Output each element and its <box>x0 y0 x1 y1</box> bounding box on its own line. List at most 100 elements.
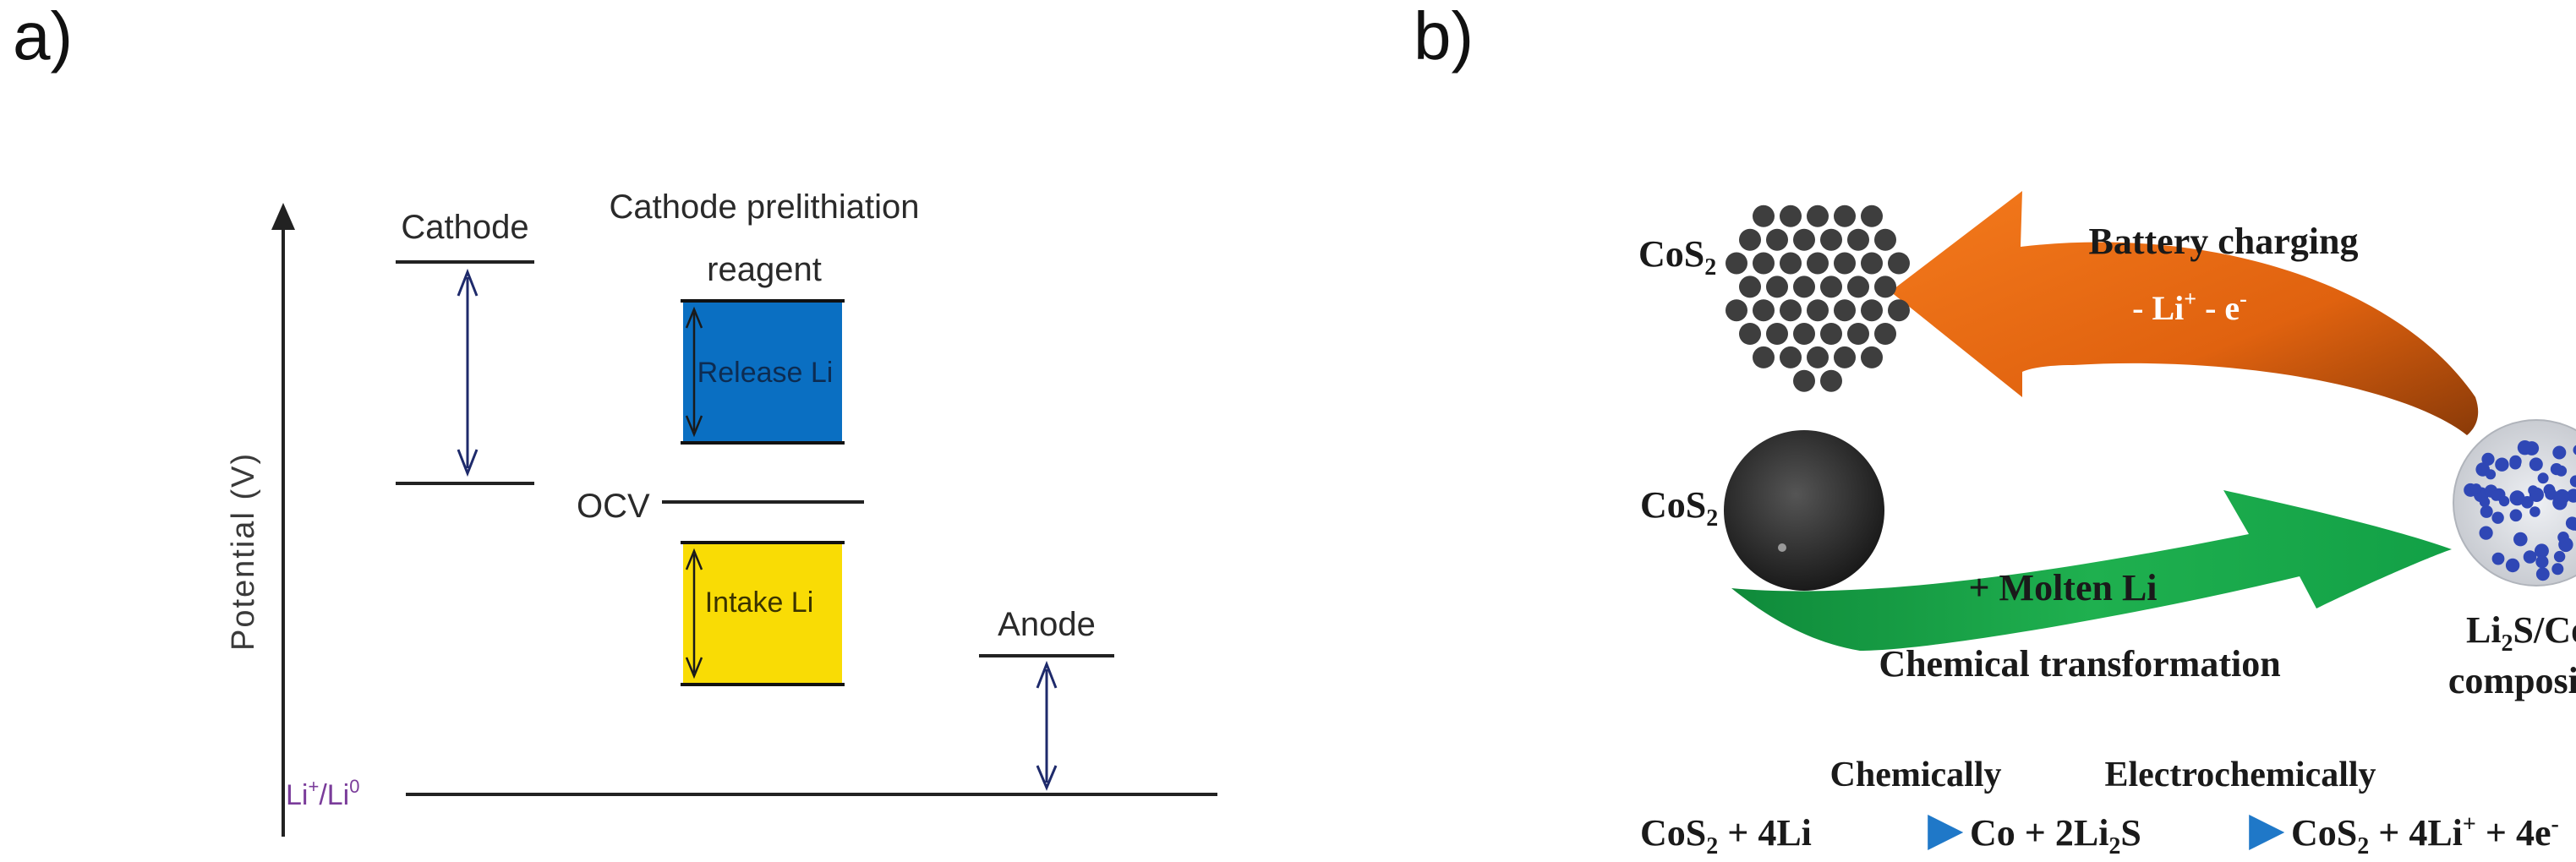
cos2-particle <box>1834 252 1856 275</box>
cos2-particle <box>1820 228 1842 251</box>
anode-arrowhead-up <box>1036 660 1058 689</box>
eq-mid-p1: Co + 2Li <box>1970 812 2108 854</box>
co-nanoparticle <box>2509 509 2523 522</box>
composite-p1: Li <box>2466 609 2502 651</box>
reference-slash: /Li <box>319 779 349 811</box>
y-axis-arrowhead <box>271 203 295 230</box>
ocv-label: OCV <box>577 488 650 525</box>
cos2-top-sub: 2 <box>1704 254 1716 281</box>
co-nanoparticle <box>2495 457 2509 472</box>
co-nanoparticle <box>2554 488 2570 505</box>
cos2-particle <box>1820 276 1842 298</box>
co-nanoparticle <box>2479 496 2491 508</box>
cos2-particle <box>1807 346 1829 368</box>
cos2-particle <box>1793 276 1815 298</box>
charging-formula-p1: - Li <box>2132 289 2184 327</box>
cos2-particle <box>1739 276 1761 298</box>
co-nanoparticle <box>2481 452 2495 466</box>
composite-p2: S/Co <box>2513 609 2576 651</box>
cos2-particle <box>1726 252 1747 275</box>
intake-arrowhead-up <box>685 548 703 570</box>
cos2-particle <box>1780 252 1802 275</box>
anode-label: Anode <box>998 606 1096 643</box>
co-nanoparticle <box>2551 563 2564 576</box>
cos2-sphere-highlight <box>1778 543 1786 552</box>
cos2-particle <box>1874 276 1896 298</box>
charging-formula-sup1: + <box>2184 286 2196 311</box>
cos2-particle <box>1766 228 1788 251</box>
cos2-particle <box>1780 346 1802 368</box>
co-nanoparticle <box>2552 445 2567 460</box>
composite-label-line1: Li2S/Co <box>2466 609 2576 657</box>
battery-charging-arrow <box>1890 191 2479 435</box>
intake-arrowhead-down <box>685 657 703 679</box>
co-nanoparticle <box>2553 550 2566 563</box>
cathode-arrowhead-down <box>457 449 479 477</box>
eq-rhs-p2: + 4Li <box>2369 812 2463 854</box>
cos2-particle <box>1766 323 1788 345</box>
cos2-particle <box>1753 299 1775 322</box>
y-axis-label: Potential (V) <box>226 452 261 651</box>
eq-rhs-sup1: + <box>2463 811 2476 837</box>
eq-lhs-sub: 2 <box>1706 833 1718 859</box>
cos2-particle-cluster <box>1726 205 1910 392</box>
co-nanoparticle <box>2537 472 2549 484</box>
eq-electrochemically: Electrochemically <box>2104 756 2376 794</box>
cos2-particle <box>1807 252 1829 275</box>
cos2-particle <box>1726 299 1747 322</box>
reagent-label-line1: Cathode prelithiation <box>610 188 920 226</box>
eq-lhs-p1: CoS <box>1640 812 1706 854</box>
cos2-particle <box>1861 252 1883 275</box>
co-nanoparticle <box>2479 526 2493 540</box>
cos2-particle <box>1888 252 1910 275</box>
cos2-bottom-label: CoS2 <box>1640 484 1718 532</box>
cos2-top-main: CoS <box>1638 233 1704 275</box>
panel-b-label: b) <box>1414 0 1474 74</box>
cathode-arrowhead-up <box>457 268 479 297</box>
eq-rhs-p3: + 4e <box>2476 812 2551 854</box>
cos2-particle <box>1874 228 1896 251</box>
co-nanoparticle <box>2529 487 2544 503</box>
co-nanoparticle <box>2534 543 2549 559</box>
intake-li-text: Intake Li <box>705 586 814 619</box>
release-arrowhead-up <box>685 306 703 329</box>
co-nanoparticle <box>2523 550 2537 564</box>
cos2-particle <box>1820 323 1842 345</box>
eq-mid-p2: S <box>2120 812 2141 854</box>
co-nanoparticle <box>2558 537 2573 553</box>
battery-charging-label: Battery charging <box>2089 221 2359 262</box>
cos2-particle <box>1807 205 1829 227</box>
anode-arrowhead-down <box>1036 765 1058 791</box>
cos2-particle <box>1861 205 1883 227</box>
reference-sup1: + <box>308 776 319 797</box>
release-li-text: Release Li <box>697 357 834 389</box>
cos2-particle <box>1793 228 1815 251</box>
intake-li-box <box>683 543 842 685</box>
eq-lhs-p2: + 4Li <box>1718 812 1812 854</box>
co-nanoparticle <box>2498 495 2510 507</box>
cos2-particle <box>1739 323 1761 345</box>
charging-formula: - Li+ - e- <box>2132 286 2247 327</box>
co-nanoparticle <box>2513 532 2528 547</box>
cos2-particle <box>1874 323 1896 345</box>
cos2-particle <box>1847 276 1869 298</box>
cos2-particle <box>1847 228 1869 251</box>
cos2-particle <box>1780 205 1802 227</box>
eq-rhs-p1: CoS <box>2291 812 2357 854</box>
cos2-particle <box>1834 205 1856 227</box>
cos2-particle <box>1739 228 1761 251</box>
cos2-particle <box>1753 205 1775 227</box>
cos2-particle <box>1834 346 1856 368</box>
cos2-particle <box>1753 346 1775 368</box>
charging-formula-p2: - e <box>2196 289 2240 327</box>
chemical-transformation-label: Chemical transformation <box>1879 643 2280 685</box>
co-nanoparticle <box>2517 440 2533 456</box>
cos2-particle <box>1793 323 1815 345</box>
co-nanoparticle <box>2509 457 2522 470</box>
eq-lhs: CoS2 + 4Li <box>1640 812 1812 859</box>
co-nanoparticle <box>2550 463 2562 476</box>
panel-a-label: a) <box>13 0 73 74</box>
eq-mid-sub: 2 <box>2108 833 2120 859</box>
co-nanoparticle <box>2565 516 2576 530</box>
